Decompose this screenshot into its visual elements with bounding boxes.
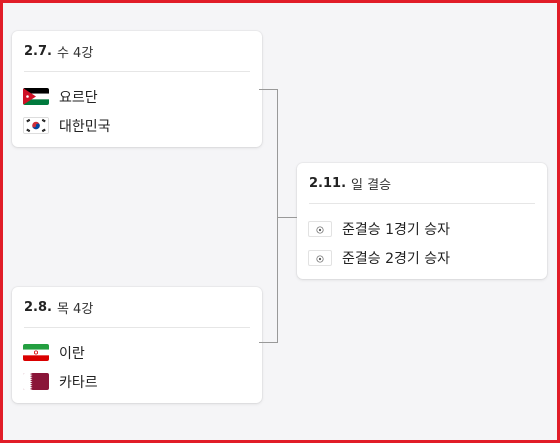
iran-flag-icon	[23, 344, 49, 361]
match-header: 2.8. 목 4강	[24, 287, 250, 328]
qatar-flag-icon	[23, 373, 49, 390]
connector-semifinal-2	[259, 342, 278, 343]
match-card-final[interactable]: 2.11. 일 결승 준결승 1경기 승자	[297, 163, 547, 279]
match-date: 2.7.	[24, 43, 52, 59]
match-date: 2.11.	[309, 175, 347, 191]
team-row-iran[interactable]: 이란	[12, 338, 262, 367]
match-card-semifinal-1[interactable]: 2.7. 수 4강 요르단	[12, 31, 262, 147]
team-row-semifinal-2-winner[interactable]: 준결승 2경기 승자	[297, 243, 547, 272]
soccer-ball-icon	[308, 249, 332, 266]
match-label: 수 4강	[56, 45, 94, 61]
team-name: 대한민국	[59, 118, 111, 135]
team-row-qatar[interactable]: 카타르	[12, 367, 262, 396]
match-header: 2.7. 수 4강	[24, 31, 250, 72]
connector-final	[277, 217, 297, 218]
soccer-ball-icon	[308, 220, 332, 237]
korea-flag-icon	[23, 117, 49, 134]
team-row-semifinal-1-winner[interactable]: 준결승 1경기 승자	[297, 214, 547, 243]
team-name: 준결승 2경기 승자	[342, 250, 450, 267]
match-label: 목 4강	[56, 301, 94, 317]
team-row-korea[interactable]: 대한민국	[12, 111, 262, 140]
team-row-jordan[interactable]: 요르단	[12, 82, 262, 111]
match-date: 2.8.	[24, 299, 52, 315]
connector-vertical	[277, 89, 278, 343]
team-name: 카타르	[59, 374, 98, 391]
match-card-semifinal-2[interactable]: 2.8. 목 4강 이란	[12, 287, 262, 403]
team-name: 요르단	[59, 89, 98, 106]
jordan-flag-icon	[23, 88, 49, 105]
team-name: 이란	[59, 345, 85, 362]
connector-semifinal-1	[259, 89, 278, 90]
match-header: 2.11. 일 결승	[309, 163, 535, 204]
team-name: 준결승 1경기 승자	[342, 221, 450, 238]
match-label: 일 결승	[351, 177, 392, 193]
